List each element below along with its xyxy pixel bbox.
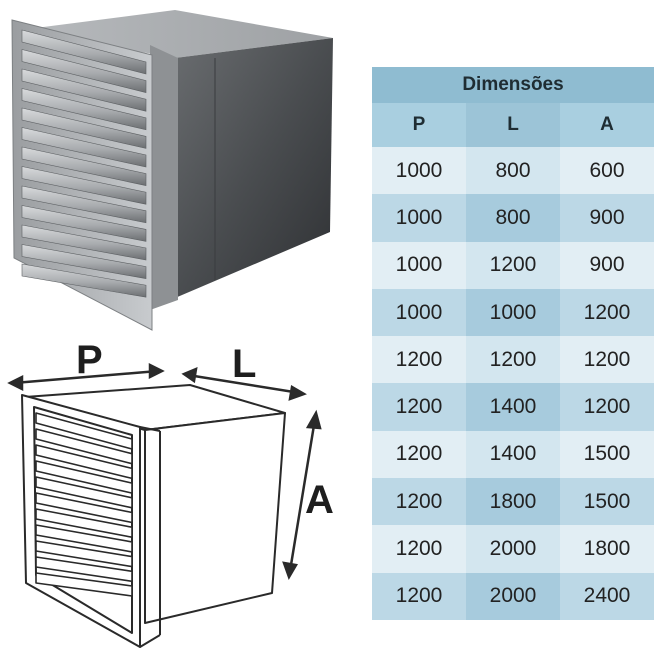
label-a: A [305,478,334,522]
cell-a: 1500 [560,478,654,526]
drawing-slat [35,492,133,524]
table-row: 1000 1200 900 [372,241,654,289]
product-photo [11,10,333,331]
louver-slat [21,244,147,279]
cell-a: 1500 [560,430,654,479]
table-row: 1000 800 900 [372,194,654,242]
cell-l: 1400 [466,430,560,479]
louver-slat [21,49,147,93]
cell-a: 1200 [560,336,654,384]
drawing-slats [35,412,133,597]
cell-l: 2000 [466,572,560,620]
cell-a: 600 [560,147,654,195]
drawing-slat [35,540,133,568]
p-dimension-line [13,369,159,385]
cell-a: 2400 [560,572,654,620]
table-row: 1200 2000 2400 [372,572,654,620]
louver-slat [21,185,147,224]
table-row: 1200 1200 1200 [372,336,654,384]
cell-l: 1200 [466,241,560,289]
cell-l: 800 [466,194,560,242]
cell-l: 1800 [466,478,560,526]
cell-a: 1200 [560,288,654,337]
louver-slat [21,166,147,205]
cell-l: 1000 [466,288,560,337]
drawing-slat [35,476,133,509]
drawing-slat [35,460,133,494]
cell-p: 1000 [372,288,466,337]
label-p: P [76,338,103,382]
table-row: 1200 2000 1800 [372,525,654,573]
cell-p: 1200 [372,525,466,573]
table-title: Dimensões [372,67,654,103]
drawing-slat [35,428,133,465]
cell-a: 1200 [560,383,654,431]
louver-slat [21,205,147,242]
column-header-p: P [372,103,466,147]
drawing-side [144,412,286,624]
louver-slat [21,107,147,149]
louver-slat [21,68,147,112]
dimension-drawing: P L A [7,338,334,648]
table-row: 1200 1400 1500 [372,430,654,479]
table-row: 1200 1800 1500 [372,478,654,526]
louver-slat [21,146,147,186]
cell-a: 1800 [560,525,654,573]
cell-l: 2000 [466,525,560,573]
cell-p: 1000 [372,147,466,195]
cell-p: 1200 [372,336,466,384]
cell-l: 800 [466,147,560,195]
dimensions-table: Dimensões P L A 1000 800 600 1000 800 90… [372,67,654,620]
drawing-slat [35,508,133,538]
cell-a: 900 [560,194,654,242]
column-header-a: A [560,103,654,147]
drawing-slat [35,524,133,553]
cell-p: 1200 [372,383,466,431]
drawing-slat [35,556,133,583]
label-l: L [232,342,256,386]
table-row: 1000 800 600 [372,147,654,195]
cell-l: 1400 [466,383,560,431]
table-row: 1000 1000 1200 [372,288,654,337]
louver-slat [21,263,147,298]
l-dimension-line [187,373,301,395]
box-top [20,10,333,58]
drawing-slat [35,412,133,450]
cell-a: 900 [560,241,654,289]
louver-slat [21,127,147,168]
louver-slat [21,224,147,261]
cell-p: 1200 [372,430,466,479]
a-dimension-line [288,418,317,572]
table-row: 1200 1400 1200 [372,383,654,431]
cell-p: 1200 [372,572,466,620]
drawing-slat [35,444,133,480]
louver-slats [21,29,147,298]
table-header-row: P L A [372,103,654,147]
cell-l: 1200 [466,336,560,384]
cell-p: 1000 [372,194,466,242]
column-header-l: L [466,103,560,147]
drawing-slat [35,572,133,597]
cell-p: 1200 [372,478,466,526]
cell-p: 1000 [372,241,466,289]
louver-slat [21,88,147,131]
box-collar [150,45,178,310]
box-side [175,38,333,298]
louver-slat [21,29,147,75]
